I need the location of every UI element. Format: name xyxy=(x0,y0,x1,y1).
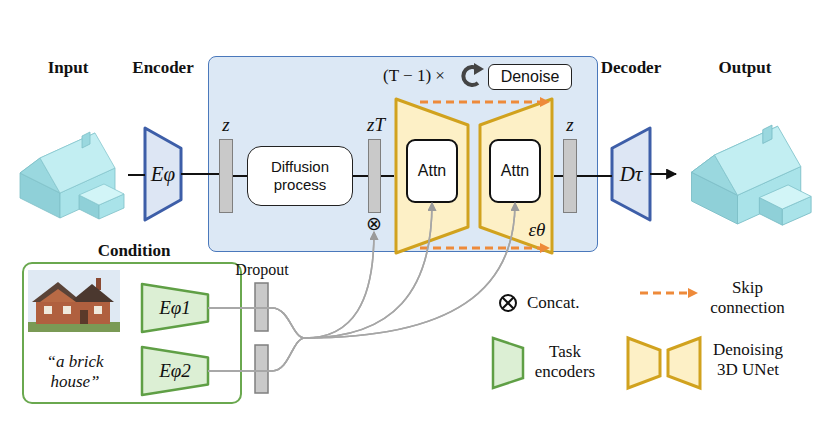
node-label: (T − 1) × xyxy=(364,66,464,86)
latent-bar: z xyxy=(563,139,577,213)
node-heading: Decoder xyxy=(581,58,681,78)
dropout-label: Dropout xyxy=(226,261,298,279)
output-house xyxy=(692,125,812,225)
legend-text: Skip connection xyxy=(700,278,795,318)
image-encoder: Eφ1 xyxy=(142,284,208,332)
node-label: z xyxy=(557,114,583,136)
latent-diffusion-panel: (T − 1) ×zDiffusion processzT⊗DenoiseεθA… xyxy=(208,56,598,252)
node-label: Output xyxy=(676,58,814,78)
node-label: ⊗ xyxy=(365,214,383,232)
node-label: Denoise xyxy=(489,65,571,89)
concat-cross xyxy=(503,298,514,309)
dropout-bar xyxy=(255,345,268,393)
node-label: Attn xyxy=(491,141,539,201)
node-label: Condition xyxy=(64,241,204,261)
trapezoid xyxy=(142,284,208,332)
attention-block: Attn xyxy=(489,139,541,203)
legend-text: Denoising 3D UNet xyxy=(706,340,790,380)
trapezoid xyxy=(142,347,208,395)
legend-unet-shape xyxy=(628,338,660,388)
node-label: Attn xyxy=(408,141,456,201)
denoise-box: Denoise xyxy=(488,64,572,90)
legend-skip-arrowhead xyxy=(688,288,698,298)
output-shape: Output xyxy=(676,110,814,238)
node-label: Eφ2 xyxy=(142,347,208,395)
trapezoid xyxy=(145,128,181,220)
input-house xyxy=(20,132,124,219)
legend-concat-symbol xyxy=(500,295,516,311)
input-shape: Input xyxy=(8,112,128,238)
trapezoid xyxy=(396,99,468,253)
node-heading: Encoder xyxy=(113,58,213,78)
concat-symbol: ⊗ xyxy=(365,214,383,232)
node-label: Eφ xyxy=(145,128,181,220)
node-label: Diffusion process xyxy=(248,147,352,205)
concat-circle xyxy=(500,295,516,311)
node-label: zT xyxy=(361,114,391,136)
text-encoder: Eφ2 xyxy=(142,347,208,395)
node-label: Eφ1 xyxy=(142,284,208,332)
flow-connector xyxy=(650,173,676,175)
latent-bar: z xyxy=(219,139,233,213)
legend-text: Concat. xyxy=(527,293,607,313)
diffusion-box: Diffusion process xyxy=(247,146,353,206)
dropout-bar xyxy=(255,283,268,331)
concat-cross xyxy=(503,298,514,309)
legend-encoder-shape xyxy=(493,338,523,388)
attention-block: Attn xyxy=(406,139,458,203)
latent-bar: zT xyxy=(368,139,381,213)
legend-unet-shape xyxy=(668,338,700,388)
node-label: z xyxy=(213,114,239,136)
trapezoid xyxy=(480,99,552,253)
legend-skip-line xyxy=(640,292,689,295)
flow-connector xyxy=(128,174,145,176)
trapezoid xyxy=(612,128,650,220)
decoder-trapezoid: DecoderDτ xyxy=(612,128,650,220)
node-label: Input xyxy=(8,58,128,78)
condition-caption: “a brick house” xyxy=(34,352,116,392)
node-label: εθ xyxy=(522,219,552,241)
encoder-trapezoid: EncoderEφ xyxy=(145,128,181,220)
legend-text: Task encoders xyxy=(528,342,602,382)
denoising-unet: εθ Attn Attn xyxy=(394,97,554,255)
node-label: Dτ xyxy=(612,128,650,220)
